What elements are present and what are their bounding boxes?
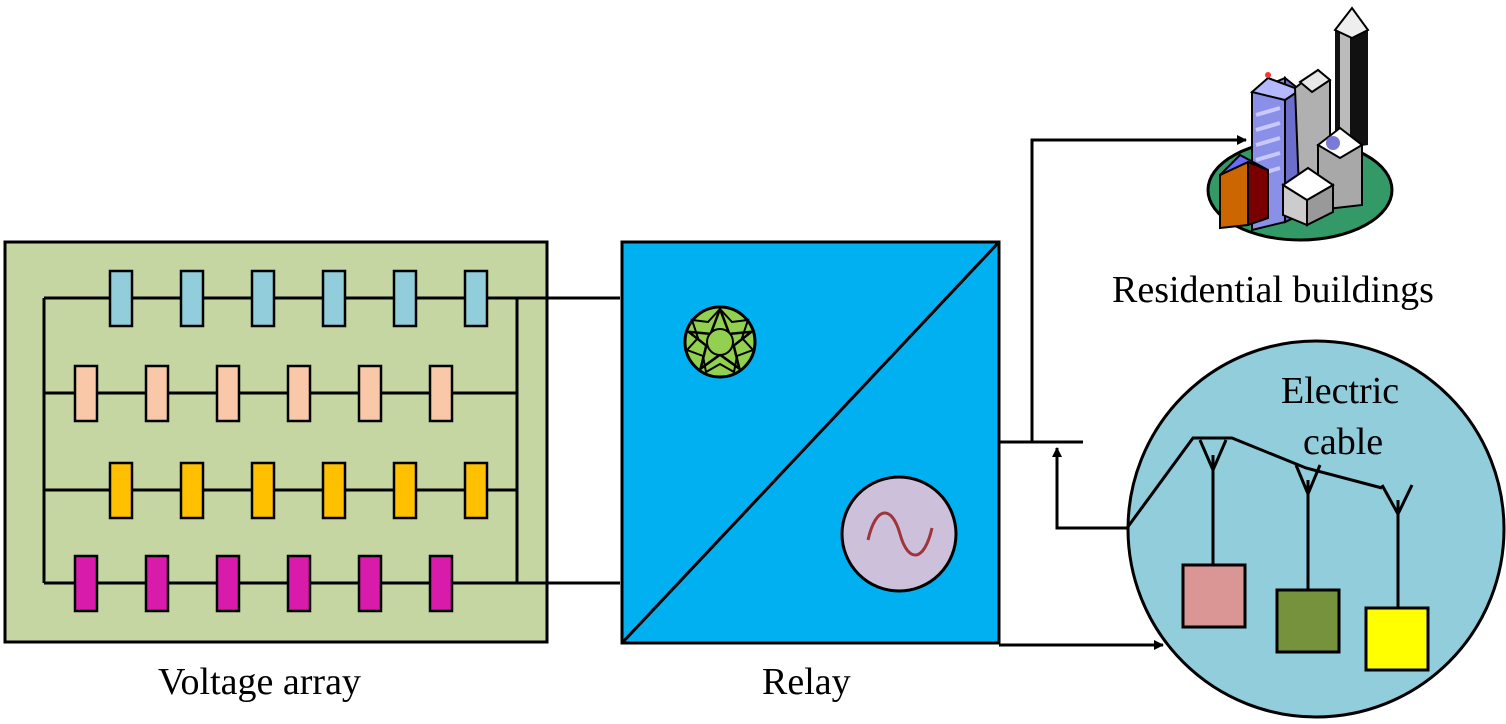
voltage-cell [144, 554, 170, 613]
row3-cells [108, 461, 489, 520]
voltage-cell [144, 364, 170, 423]
to-residential-line [1030, 135, 1247, 442]
cable-line [1125, 436, 1383, 529]
electric-cable-label-line1: Electric [1281, 370, 1400, 412]
voltage-cell [179, 461, 205, 520]
relay [620, 240, 1001, 645]
load-box-green [1275, 588, 1341, 654]
voltage-cell [108, 269, 134, 328]
voltage-array-label: Voltage array [158, 661, 361, 703]
voltage-cell [215, 364, 241, 423]
residential-buildings-icon [1206, 6, 1394, 242]
voltage-cell [357, 364, 383, 423]
voltage-cell [463, 461, 489, 520]
voltage-cell [179, 269, 205, 328]
voltage-cell [428, 554, 454, 613]
voltage-array [3, 240, 620, 644]
row1-cells [108, 269, 489, 328]
voltage-cell [73, 554, 99, 613]
ac-source-icon [840, 475, 958, 593]
voltage-cell [286, 554, 312, 613]
voltage-cell [250, 269, 276, 328]
sun-star-icon [683, 305, 757, 379]
voltage-cell [463, 269, 489, 328]
voltage-cell [73, 364, 99, 423]
voltage-cell [250, 461, 276, 520]
cable-feedback-line [1052, 447, 1127, 530]
voltage-cell [108, 461, 134, 520]
connections [999, 135, 1247, 650]
electric-cable-label-line2: cable [1303, 421, 1384, 463]
voltage-cell [357, 554, 383, 613]
row2-cells [73, 364, 454, 423]
load-box-yellow [1364, 606, 1430, 672]
relay-diagonal [620, 240, 1001, 645]
voltage-cell [215, 554, 241, 613]
row4-cells [73, 554, 454, 613]
voltage-cell [286, 364, 312, 423]
voltage-cell [321, 269, 347, 328]
load-box-pink [1181, 563, 1247, 629]
voltage-cell [392, 269, 418, 328]
voltage-cell [392, 461, 418, 520]
voltage-cell [321, 461, 347, 520]
electric-cable [1125, 339, 1506, 719]
voltage-cell [428, 364, 454, 423]
residential-buildings-label: Residential buildings [1112, 269, 1434, 311]
relay-label: Relay [762, 661, 851, 703]
